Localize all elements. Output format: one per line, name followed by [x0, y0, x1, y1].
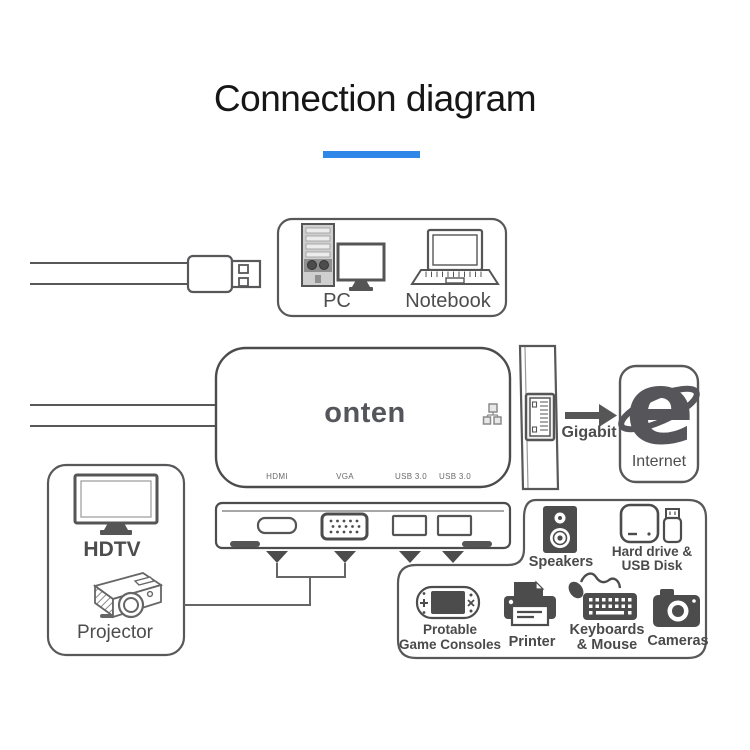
hub-brand-logo: onten	[324, 397, 406, 429]
hard-drive-label: Hard drive & USB Disk	[602, 545, 702, 573]
game-consoles-label: Protable Game Consoles	[387, 622, 513, 652]
hdtv-label: HDTV	[83, 538, 141, 561]
notebook-label: Notebook	[405, 290, 491, 312]
down-arrow-icon	[266, 551, 288, 563]
port-arrows	[266, 551, 464, 563]
internet-explorer-icon: e	[618, 349, 700, 468]
usb-disk-icon	[662, 508, 683, 544]
usb-port-icon	[436, 514, 473, 537]
usb-cable-icon	[30, 254, 262, 294]
hdmi-port-icon	[256, 516, 298, 535]
gigabit-arrow-icon	[565, 404, 617, 427]
usb-port-label: USB 3.0	[395, 472, 427, 481]
printer-label: Printer	[508, 634, 556, 650]
ethernet-mini-icon	[482, 403, 502, 425]
hub-cable	[30, 404, 218, 427]
hub-foot	[230, 541, 260, 547]
projector-icon	[92, 572, 164, 619]
usb-port-label: USB 3.0	[439, 472, 471, 481]
down-arrow-icon	[399, 551, 421, 563]
hard-drive-label-line2: USB Disk	[621, 558, 683, 573]
speakers-icon	[543, 506, 577, 553]
hub-top-view	[214, 346, 512, 489]
down-arrow-icon	[442, 551, 464, 563]
connector-lines	[184, 563, 346, 606]
desktop-tower-icon	[301, 223, 335, 287]
keyboard-mouse-icon	[568, 572, 637, 620]
rj45-port-icon	[524, 392, 556, 442]
laptop-icon	[410, 228, 500, 285]
pc-box	[276, 217, 508, 318]
printer-icon	[504, 580, 556, 627]
hub-front-view	[214, 501, 512, 550]
ie-letter: e	[625, 349, 694, 468]
hard-drive-icon	[619, 503, 660, 544]
vga-port-icon	[320, 512, 369, 541]
internet-box: e	[618, 349, 700, 484]
game-consoles-label-line2: Game Consoles	[398, 636, 502, 652]
game-consoles-label-line1: Protable	[422, 622, 477, 637]
hard-drive-label-line1: Hard drive &	[611, 544, 693, 559]
display-box	[46, 463, 186, 657]
internet-label: Internet	[631, 453, 687, 470]
monitor-icon	[336, 242, 386, 291]
title-accent-bar	[323, 151, 420, 158]
keyboards-label-line1: Keyboards	[569, 622, 645, 638]
down-arrow-icon	[334, 551, 356, 563]
page-title: Connection diagram	[213, 78, 537, 119]
projector-label: Projector	[76, 622, 154, 643]
vga-port-label: VGA	[336, 472, 354, 481]
gigabit-label: Gigabit	[561, 424, 617, 441]
camera-icon	[653, 589, 700, 627]
hdmi-port-label: HDMI	[266, 472, 288, 481]
hdtv-icon	[73, 473, 159, 535]
keyboards-mouse-label: Keyboards & Mouse	[557, 623, 657, 652]
pc-label: PC	[323, 290, 351, 312]
hub-foot	[462, 541, 492, 547]
cameras-label: Cameras	[647, 633, 709, 649]
usb-port-icon	[391, 514, 428, 537]
speakers-label: Speakers	[528, 554, 594, 570]
game-console-icon	[415, 585, 481, 620]
hub-side-view	[518, 344, 560, 491]
keyboards-label-line2: & Mouse	[576, 636, 638, 653]
